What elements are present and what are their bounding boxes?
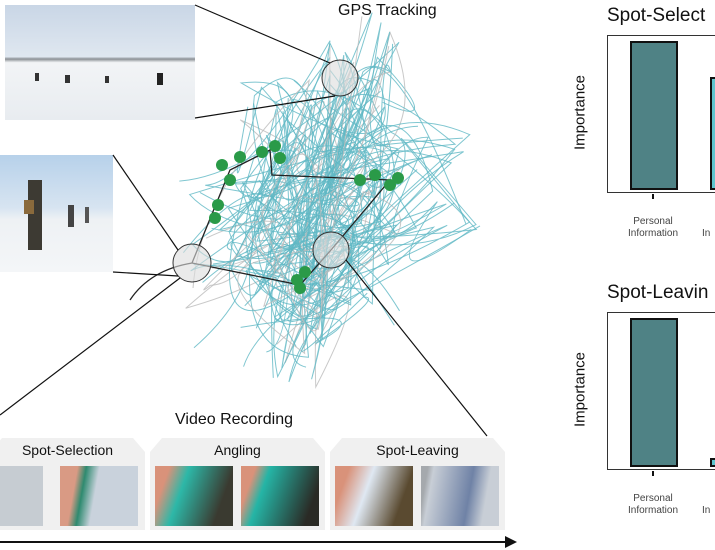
- gps-track: [190, 158, 389, 306]
- backpack: [24, 200, 34, 214]
- stop-cluster: [299, 266, 311, 278]
- gps-track: [248, 16, 363, 332]
- gps-track: [270, 136, 472, 331]
- video-frame: [421, 466, 499, 526]
- phase-label: Spot-Leaving: [376, 442, 459, 458]
- gps-track: [254, 122, 471, 294]
- phase-label: Spot-Selection: [21, 442, 114, 458]
- zoom-circle-left: [172, 243, 212, 283]
- gps-track: [182, 90, 406, 292]
- x-tick-label: In: [702, 228, 711, 239]
- stop-cluster: [354, 174, 366, 186]
- gps-track: [265, 134, 395, 326]
- stop-cluster: [216, 159, 228, 171]
- track-link: [191, 148, 392, 264]
- stop-cluster: [209, 212, 221, 224]
- stop-cluster: [224, 174, 236, 186]
- bar: [630, 41, 678, 190]
- y-axis-label: Importance: [571, 351, 589, 428]
- phase-panel-spot-leaving: Spot-Leaving: [330, 438, 505, 530]
- chart-title: Spot-Select: [607, 5, 706, 26]
- walking-anglers-photo: [0, 155, 113, 272]
- phase-label: Angling: [214, 442, 261, 458]
- gps-track: [205, 40, 394, 212]
- video-frame: [0, 466, 43, 526]
- bar: [710, 458, 715, 467]
- video-frame: [60, 466, 138, 526]
- connector-lines: [0, 4, 507, 543]
- video-frame: [155, 466, 233, 526]
- video-title: Video Recording: [175, 411, 294, 428]
- zoom-circle-top: [321, 59, 359, 97]
- stop-cluster: [369, 169, 381, 181]
- gps-track: [202, 90, 381, 283]
- stop-cluster: [256, 146, 268, 158]
- ice-field-photo: [5, 5, 195, 120]
- bar: [710, 76, 715, 190]
- x-tick: [652, 194, 654, 199]
- x-tick-label: In: [702, 505, 711, 516]
- stop-cluster: [384, 179, 396, 191]
- stop-cluster: [274, 152, 286, 164]
- video-frame: [241, 466, 319, 526]
- angler-figure: [65, 75, 70, 83]
- angler-figure: [85, 207, 89, 223]
- video-frame: [335, 466, 413, 526]
- angler-figure: [28, 180, 42, 250]
- stop-cluster: [234, 151, 246, 163]
- gps-title: GPS Tracking: [338, 2, 437, 19]
- x-tick: [652, 471, 654, 476]
- angler-figure: [105, 76, 109, 83]
- phase-panel-spot-selection: Spot-Selection: [0, 438, 145, 530]
- stop-cluster: [392, 172, 404, 184]
- gps-track: [257, 80, 386, 321]
- y-axis-label: Importance: [571, 74, 589, 151]
- bar: [630, 318, 678, 467]
- stop-cluster: [294, 282, 306, 294]
- stop-cluster: [212, 199, 224, 211]
- gps-track: [256, 69, 385, 282]
- angler-figure: [35, 73, 39, 81]
- zoom-circle-right: [312, 231, 350, 269]
- chart-title: Spot-Leavin: [607, 282, 709, 303]
- phase-panel-angling: Angling: [150, 438, 325, 530]
- timeline-arrow-head: [505, 536, 517, 548]
- angler-figure: [68, 205, 74, 227]
- stop-cluster: [269, 140, 281, 152]
- gps-track: [192, 46, 390, 291]
- angler-figure: [157, 73, 163, 85]
